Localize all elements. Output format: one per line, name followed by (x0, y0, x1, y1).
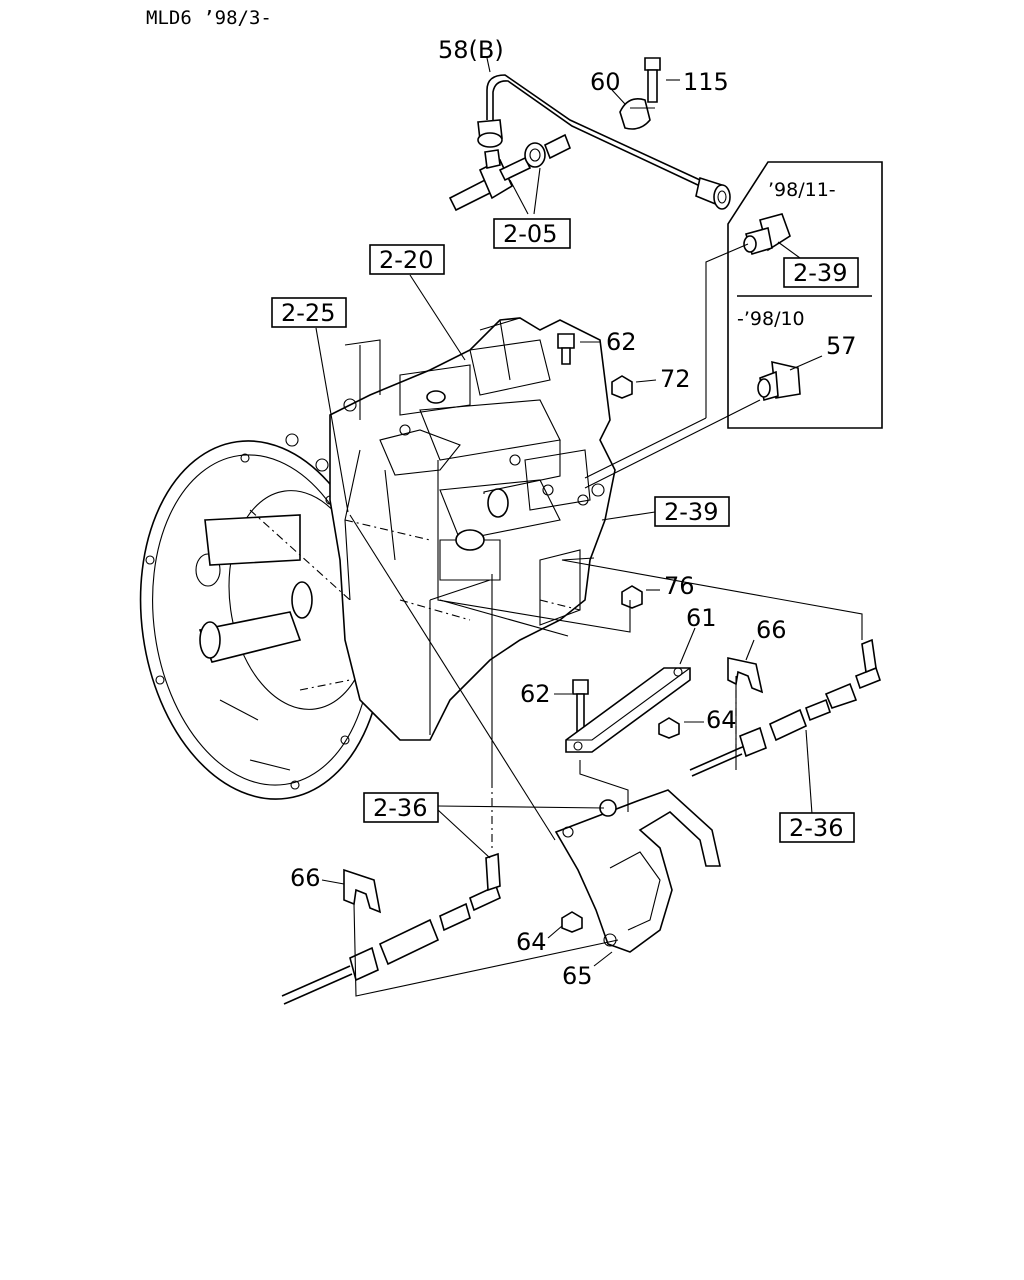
clip-66-left (343, 868, 382, 914)
ref-box-2-39-body (654, 496, 730, 527)
callout-64-bottom: 64 (516, 928, 547, 956)
ref-2-36-left: 2-36 (373, 794, 427, 822)
shift-cable-right (689, 638, 881, 777)
nut-76 (621, 585, 643, 609)
bracket-61 (565, 667, 691, 753)
ref-box-2-39-inset (783, 257, 859, 288)
callout-62-top: 62 (606, 328, 637, 356)
inset-variant-box: ’98/11- -’98/10 (727, 161, 883, 429)
ref-box-2-25 (271, 297, 347, 328)
leader-lines (315, 57, 863, 997)
callout-66-right: 66 (756, 616, 787, 644)
ref-box-2-05 (493, 218, 571, 249)
callout-64-mid: 64 (706, 706, 737, 734)
transmission-case (249, 317, 616, 741)
ref-2-39-body: 2-39 (664, 498, 718, 526)
nut-72 (611, 375, 633, 399)
callout-76: 76 (664, 572, 695, 600)
hose-58b (477, 74, 731, 210)
ref-box-2-36-right (779, 812, 855, 843)
shift-cable-left (281, 852, 501, 1005)
bolt-62-top (557, 333, 575, 365)
callout-60: 60 (590, 68, 621, 96)
dashed-routing (491, 690, 737, 850)
ref-2-36-right: 2-36 (789, 814, 843, 842)
ref-box-2-20 (369, 244, 445, 275)
callout-72: 72 (660, 365, 691, 393)
callout-62-mid: 62 (520, 680, 551, 708)
bolt-115 (644, 57, 661, 103)
callout-58b: 58(B) (438, 36, 504, 64)
clip-66-right (727, 657, 764, 694)
model-code-header: MLD6 ’98/3- (146, 7, 272, 29)
callout-65: 65 (562, 962, 593, 990)
inset-label-early: -’98/10 (737, 308, 805, 330)
nut-64-bottom (561, 911, 583, 933)
bolt-62-mid (572, 679, 589, 741)
reference-boxes: 2-05 2-20 2-25 2-39 2-39 2-36 2-36 (271, 218, 859, 843)
clip-60 (619, 98, 655, 130)
callout-numbers: 58(B) 60 115 62 72 57 76 61 66 62 64 66 … (290, 36, 857, 990)
nut-64-mid (658, 717, 680, 739)
callout-66-left: 66 (290, 864, 321, 892)
bracket-65 (554, 789, 721, 953)
ref-2-25: 2-25 (281, 299, 335, 327)
callout-61: 61 (686, 604, 717, 632)
callout-115: 115 (683, 68, 729, 96)
ref-box-2-36-left (363, 792, 439, 823)
union-fitting-2-05 (448, 133, 572, 212)
ref-2-39-inset: 2-39 (793, 259, 847, 287)
callout-57: 57 (826, 332, 857, 360)
ref-2-05: 2-05 (503, 220, 557, 248)
inset-label-late: ’98/11- (768, 179, 836, 201)
flywheel-housing (139, 440, 385, 800)
ref-2-20: 2-20 (379, 246, 433, 274)
